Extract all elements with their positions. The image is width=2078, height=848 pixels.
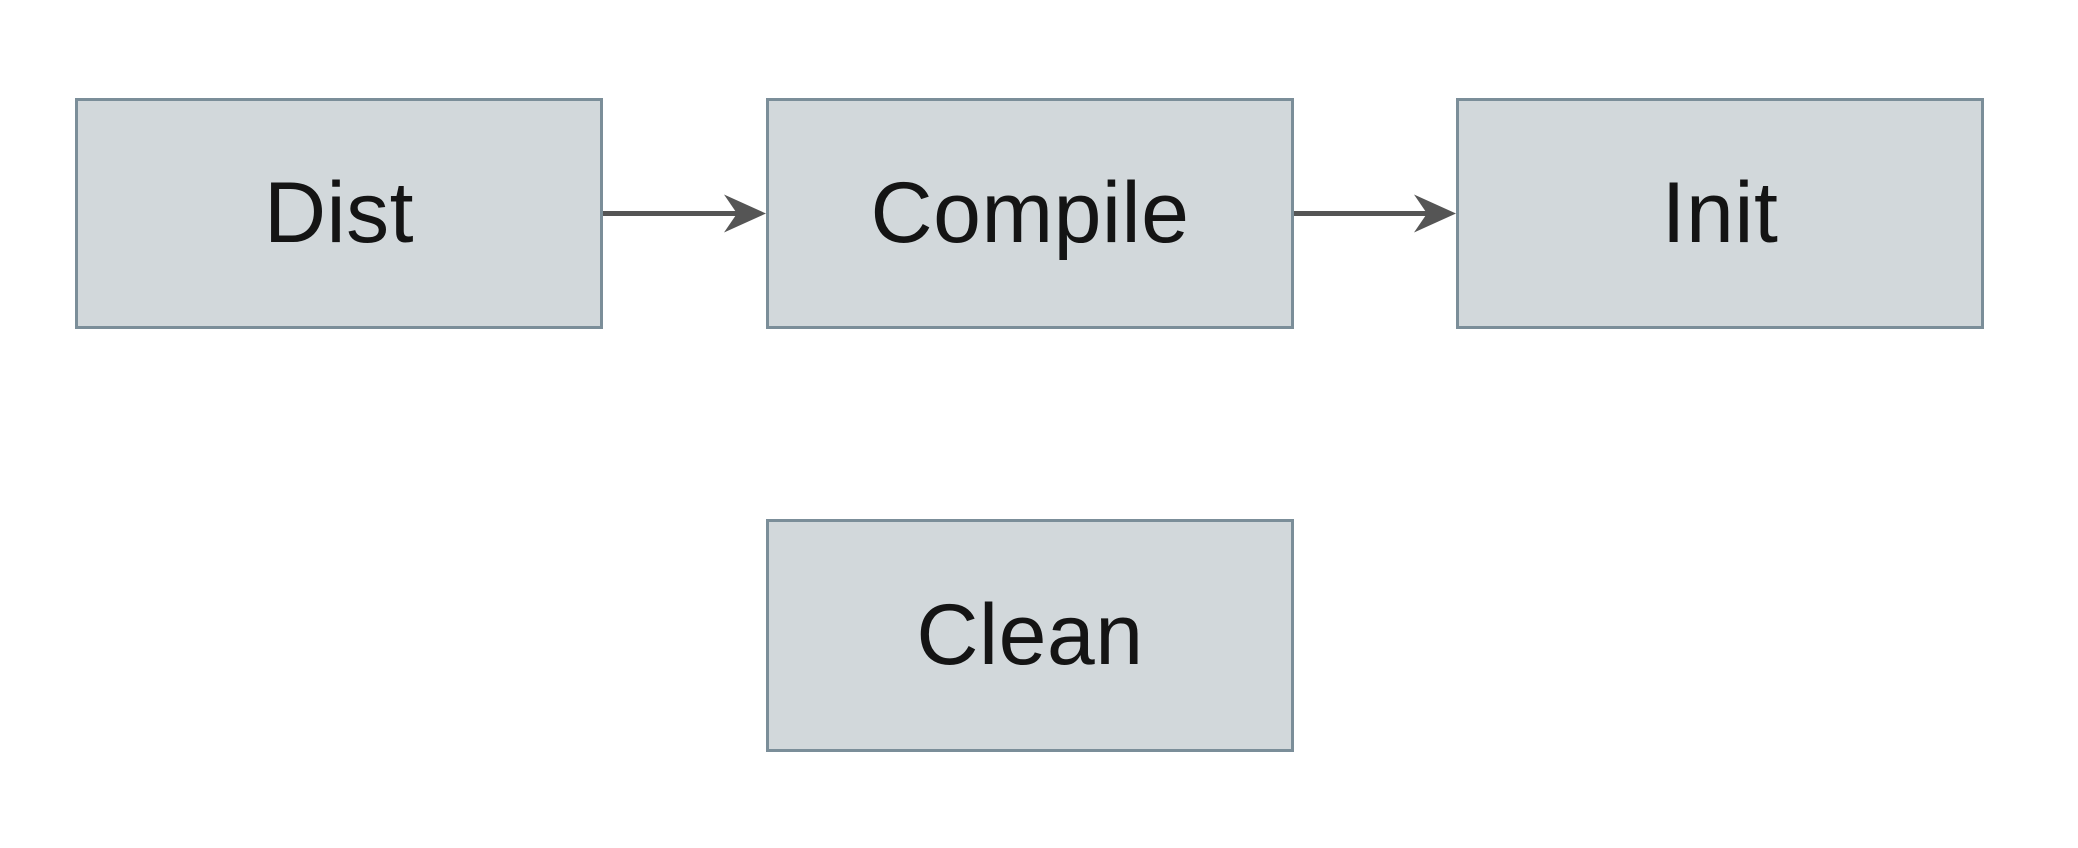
node-compile-label: Compile <box>870 165 1190 261</box>
arrow-dist-to-compile <box>603 194 766 233</box>
node-init: Init <box>1456 98 1984 329</box>
node-compile: Compile <box>766 98 1294 329</box>
arrow-compile-to-init <box>1294 194 1456 233</box>
node-init-label: Init <box>1661 165 1779 261</box>
node-clean-label: Clean <box>916 587 1144 683</box>
node-dist-label: Dist <box>263 165 415 261</box>
node-clean: Clean <box>766 519 1294 752</box>
node-dist: Dist <box>75 98 603 329</box>
